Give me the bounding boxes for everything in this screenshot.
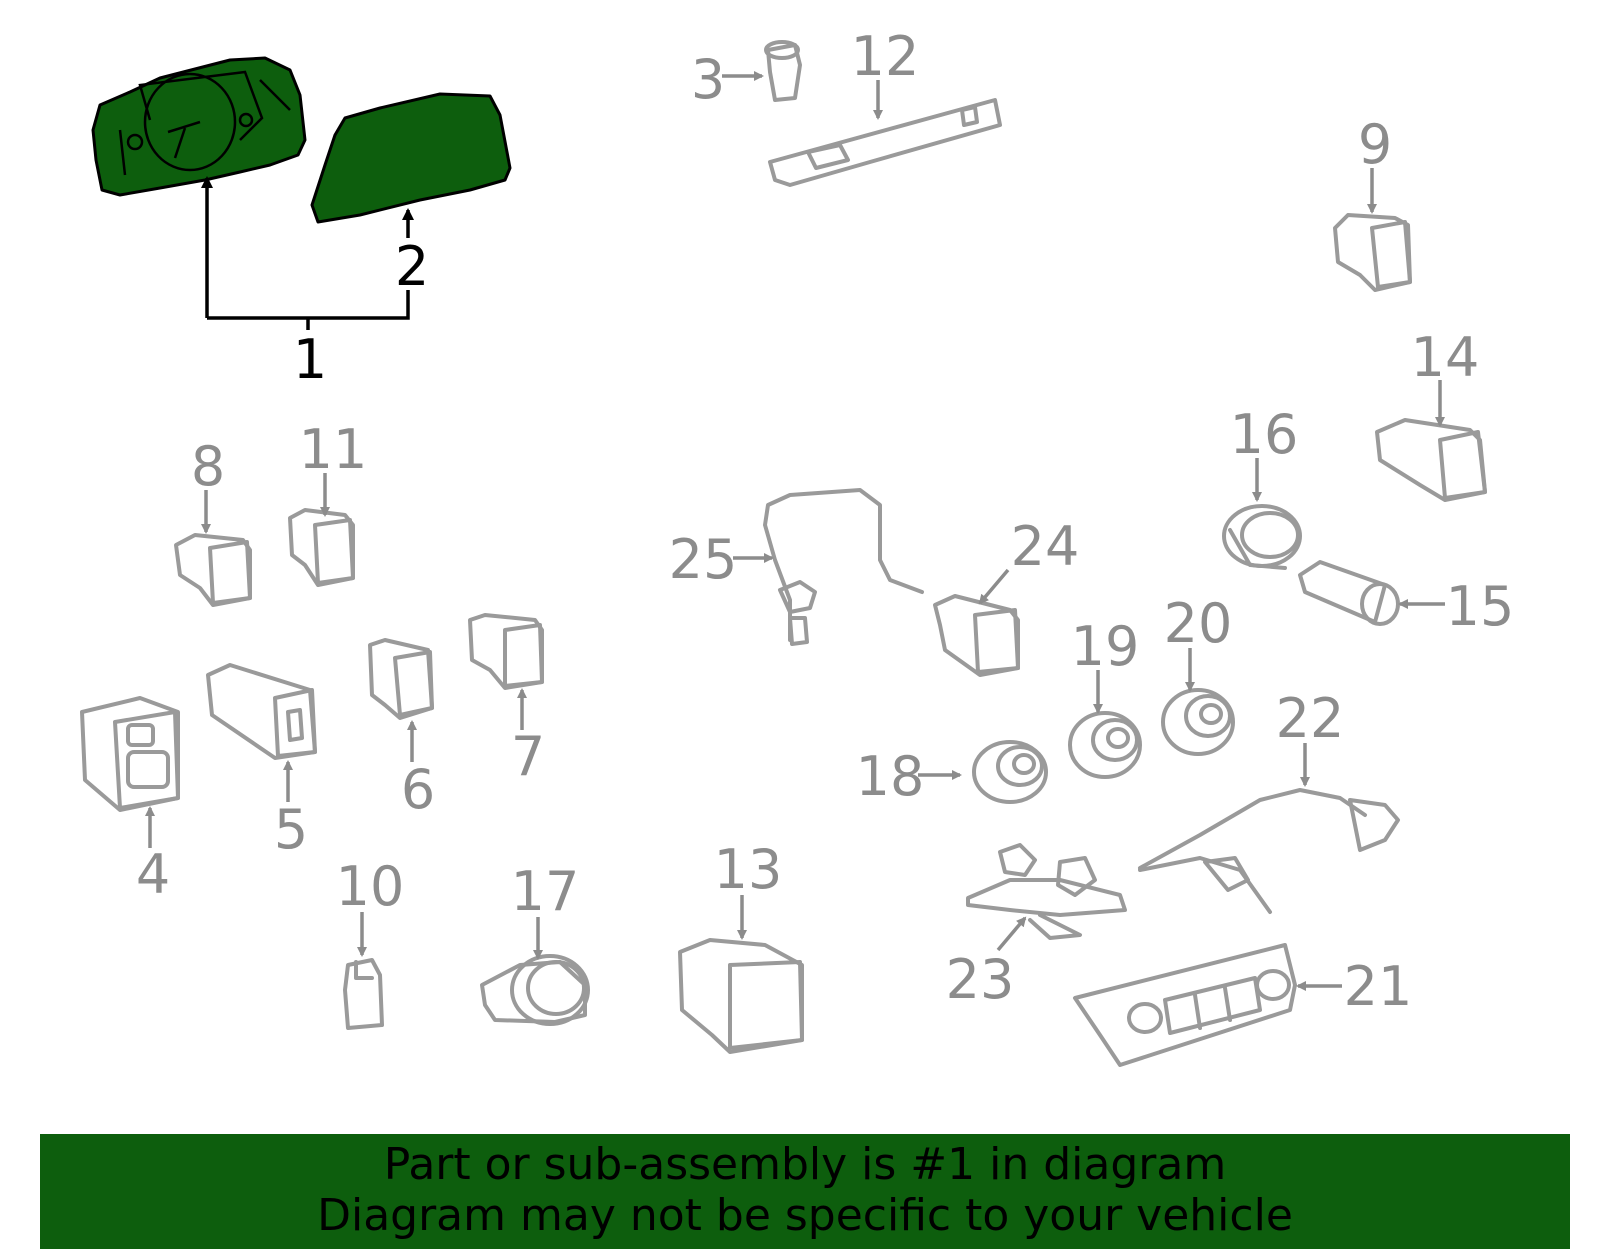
callout-3[interactable]: 3 — [691, 48, 725, 111]
callout-labels: 1 2 3 12 9 14 16 15 25 24 8 11 4 5 6 7 1… — [136, 25, 1515, 1018]
callout-9[interactable]: 9 — [1358, 113, 1392, 176]
callout-8[interactable]: 8 — [191, 435, 225, 498]
part-25-sensor-hose[interactable] — [763, 488, 924, 646]
part-11-switch[interactable] — [288, 508, 355, 587]
part-17-button[interactable] — [480, 954, 590, 1026]
part-16-socket[interactable] — [1222, 504, 1302, 570]
leader-1-2 — [201, 176, 414, 330]
callout-19[interactable]: 19 — [1071, 615, 1140, 678]
callout-25[interactable]: 25 — [669, 528, 738, 591]
part-9-switch[interactable] — [1333, 213, 1412, 292]
part-3-bulb[interactable] — [764, 40, 802, 102]
callout-20[interactable]: 20 — [1164, 592, 1233, 655]
part-19-knob[interactable] — [1068, 711, 1142, 779]
callout-16[interactable]: 16 — [1230, 403, 1299, 466]
part-5-switch[interactable] — [206, 663, 317, 760]
part-1-cluster-highlight[interactable] — [91, 56, 307, 197]
part-24-switch[interactable] — [933, 594, 1020, 677]
part-20-knob[interactable] — [1161, 688, 1235, 756]
callout-4[interactable]: 4 — [136, 843, 170, 906]
callout-13[interactable]: 13 — [714, 838, 783, 901]
callout-18[interactable]: 18 — [856, 745, 925, 808]
callout-11[interactable]: 11 — [299, 418, 368, 481]
part-10-connector[interactable] — [343, 958, 384, 1030]
callout-15[interactable]: 15 — [1446, 575, 1515, 638]
callout-22[interactable]: 22 — [1276, 687, 1345, 750]
callout-10[interactable]: 10 — [336, 855, 405, 918]
part-2-lens-highlight[interactable] — [310, 92, 512, 224]
part-4-mirror-switch[interactable] — [80, 696, 180, 812]
part-21-climate-panel[interactable] — [1073, 943, 1297, 1067]
part-23-harness[interactable] — [966, 843, 1127, 940]
banner-line-1: Part or sub-assembly is #1 in diagram — [383, 1139, 1227, 1190]
callout-12[interactable]: 12 — [851, 25, 920, 88]
callout-6[interactable]: 6 — [401, 758, 435, 821]
part-13-module[interactable] — [678, 938, 804, 1054]
callout-17[interactable]: 17 — [511, 860, 580, 923]
part-15-socket[interactable] — [1298, 560, 1400, 626]
callout-14[interactable]: 14 — [1411, 326, 1480, 389]
part-12-switch-bar[interactable] — [768, 98, 1002, 187]
banner-line-2: Diagram may not be specific to your vehi… — [317, 1190, 1293, 1241]
callout-1[interactable]: 1 — [293, 328, 327, 391]
callout-5[interactable]: 5 — [274, 798, 308, 861]
part-8-switch[interactable] — [174, 533, 252, 607]
part-22-harness[interactable] — [1138, 788, 1400, 914]
callout-23[interactable]: 23 — [946, 948, 1015, 1011]
callout-2[interactable]: 2 — [395, 235, 429, 298]
info-banner: Part or sub-assembly is #1 in diagram Di… — [40, 1134, 1570, 1249]
callout-24[interactable]: 24 — [1011, 515, 1080, 578]
part-14-switch[interactable] — [1375, 418, 1487, 502]
part-6-switch[interactable] — [368, 638, 434, 720]
callout-7[interactable]: 7 — [511, 725, 545, 788]
callout-21[interactable]: 21 — [1344, 955, 1413, 1018]
leader-arrows — [145, 71, 1445, 991]
part-7-switch[interactable] — [468, 613, 544, 690]
part-18-knob[interactable] — [972, 740, 1048, 804]
